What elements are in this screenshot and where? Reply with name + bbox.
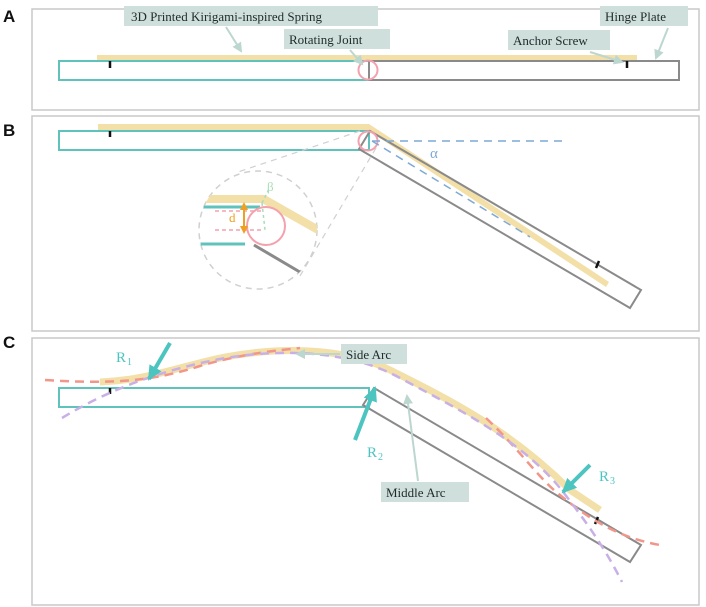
side-arc-callout-text: Side Arc (346, 347, 391, 362)
spring-callout-box (124, 6, 378, 26)
joint-zoom-inset: d β (198, 170, 318, 290)
zoom-spring (199, 195, 317, 239)
joint-callout-arrow (349, 49, 364, 66)
right-hinge-plate (368, 60, 680, 81)
right-anchor-screw (594, 260, 601, 269)
side-arc-curve (44, 346, 301, 384)
spring-curve-deformed (99, 347, 602, 513)
panel-b: B α (3, 115, 700, 332)
joint-callout: Rotating Joint (284, 29, 390, 66)
hinge-plate-callout-text: Hinge Plate (605, 9, 666, 24)
r1-label-main: R (116, 350, 126, 366)
panel-a: A 3D Printed Kirigami-inspired Spring Ro… (3, 6, 700, 111)
panel-c-frame (31, 337, 700, 606)
zoom-beta-dash-2 (261, 202, 266, 231)
left-hinge-plate (58, 60, 370, 81)
rotating-joint-circle (357, 59, 379, 81)
panel-b-frame (31, 115, 700, 332)
side-arc-callout-box (341, 344, 407, 364)
hinge-plate-callout-box (600, 6, 688, 26)
panel-c: C R 1 R 2 R 3 Side Arc (3, 333, 700, 606)
side-arc-curve-right (485, 417, 661, 547)
joint-callout-text: Rotating Joint (289, 32, 363, 47)
middle-arc-callout-arrow (403, 394, 419, 482)
spring-callout: 3D Printed Kirigami-inspired Spring (124, 6, 378, 53)
left-hinge-plate (58, 130, 370, 151)
anchor-screw-callout-arrow (589, 51, 624, 65)
side-arc-callout: Side Arc (295, 344, 407, 364)
spring-callout-arrow (225, 26, 243, 53)
zoom-beta-dash (261, 186, 271, 204)
r3-label: R 3 (599, 469, 615, 487)
spring-strip (97, 55, 637, 61)
r2-force-arrow (353, 386, 377, 441)
r1-label: R 1 (116, 350, 132, 368)
spring-strip-bent (98, 124, 609, 287)
beta-symbol: β (267, 179, 274, 194)
d-symbol: d (229, 210, 236, 225)
r1-force-arrow (147, 341, 172, 381)
right-hinge-plate-rotated (357, 129, 643, 310)
middle-arc-callout-text: Middle Arc (386, 485, 446, 500)
r3-force-arrow (561, 463, 592, 494)
alpha-rotated-reference (371, 140, 531, 238)
joint-callout-box (284, 29, 390, 49)
r3-label-main: R (599, 469, 609, 485)
left-hinge-plate (58, 387, 370, 408)
spring-callout-text: 3D Printed Kirigami-inspired Spring (131, 9, 323, 24)
zoom-guide-lower (299, 147, 377, 277)
hinge-plate-callout-arrow (654, 27, 669, 60)
r2-label-main: R (367, 445, 377, 461)
middle-arc-callout: Middle Arc (381, 394, 469, 502)
r2-label: R 2 (367, 445, 383, 463)
r2-label-sub: 2 (378, 452, 383, 463)
hinge-plate-callout: Hinge Plate (600, 6, 688, 60)
alpha-symbol: α (430, 146, 438, 162)
panel-a-letter: A (3, 7, 15, 26)
middle-arc-callout-box (381, 482, 469, 502)
anchor-screw-callout: Anchor Screw (508, 30, 624, 65)
anchor-screw-callout-box (508, 30, 610, 50)
zoom-guide-upper (237, 130, 361, 173)
r1-label-sub: 1 (127, 357, 132, 368)
anchor-screw-callout-text: Anchor Screw (513, 33, 588, 48)
panel-c-letter: C (3, 333, 15, 352)
panel-b-letter: B (3, 121, 15, 140)
r3-label-sub: 3 (610, 476, 615, 487)
